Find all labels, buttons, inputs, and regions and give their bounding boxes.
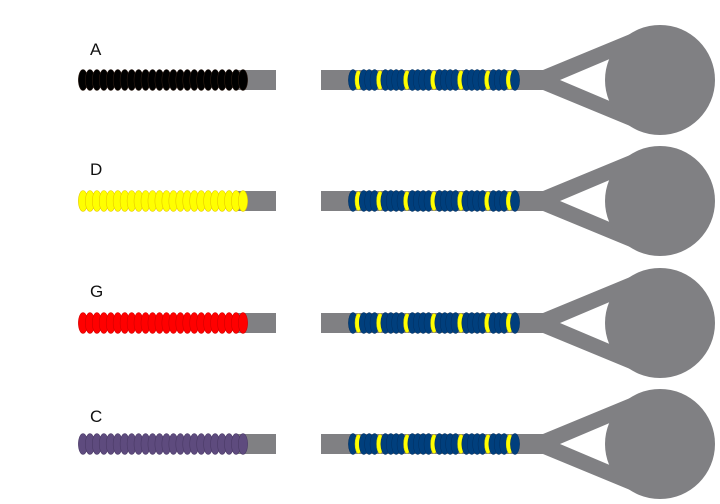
end-ball-d [605,146,715,256]
end-ball-g [605,268,715,378]
end-ball-a [605,25,715,135]
row-label-a: A [90,40,102,59]
row-label-g: G [90,282,104,301]
row-label-d: D [90,160,103,179]
left-bead-d [238,190,248,212]
left-bead-g [238,312,248,334]
left-bead-c [238,433,248,455]
left-bead-a [238,69,248,91]
right-bead-g [510,312,520,334]
row-label-c: C [90,407,103,426]
right-bead-d [510,190,520,212]
end-ball-c [605,389,715,499]
right-bead-a [510,69,520,91]
right-bead-c [510,433,520,455]
